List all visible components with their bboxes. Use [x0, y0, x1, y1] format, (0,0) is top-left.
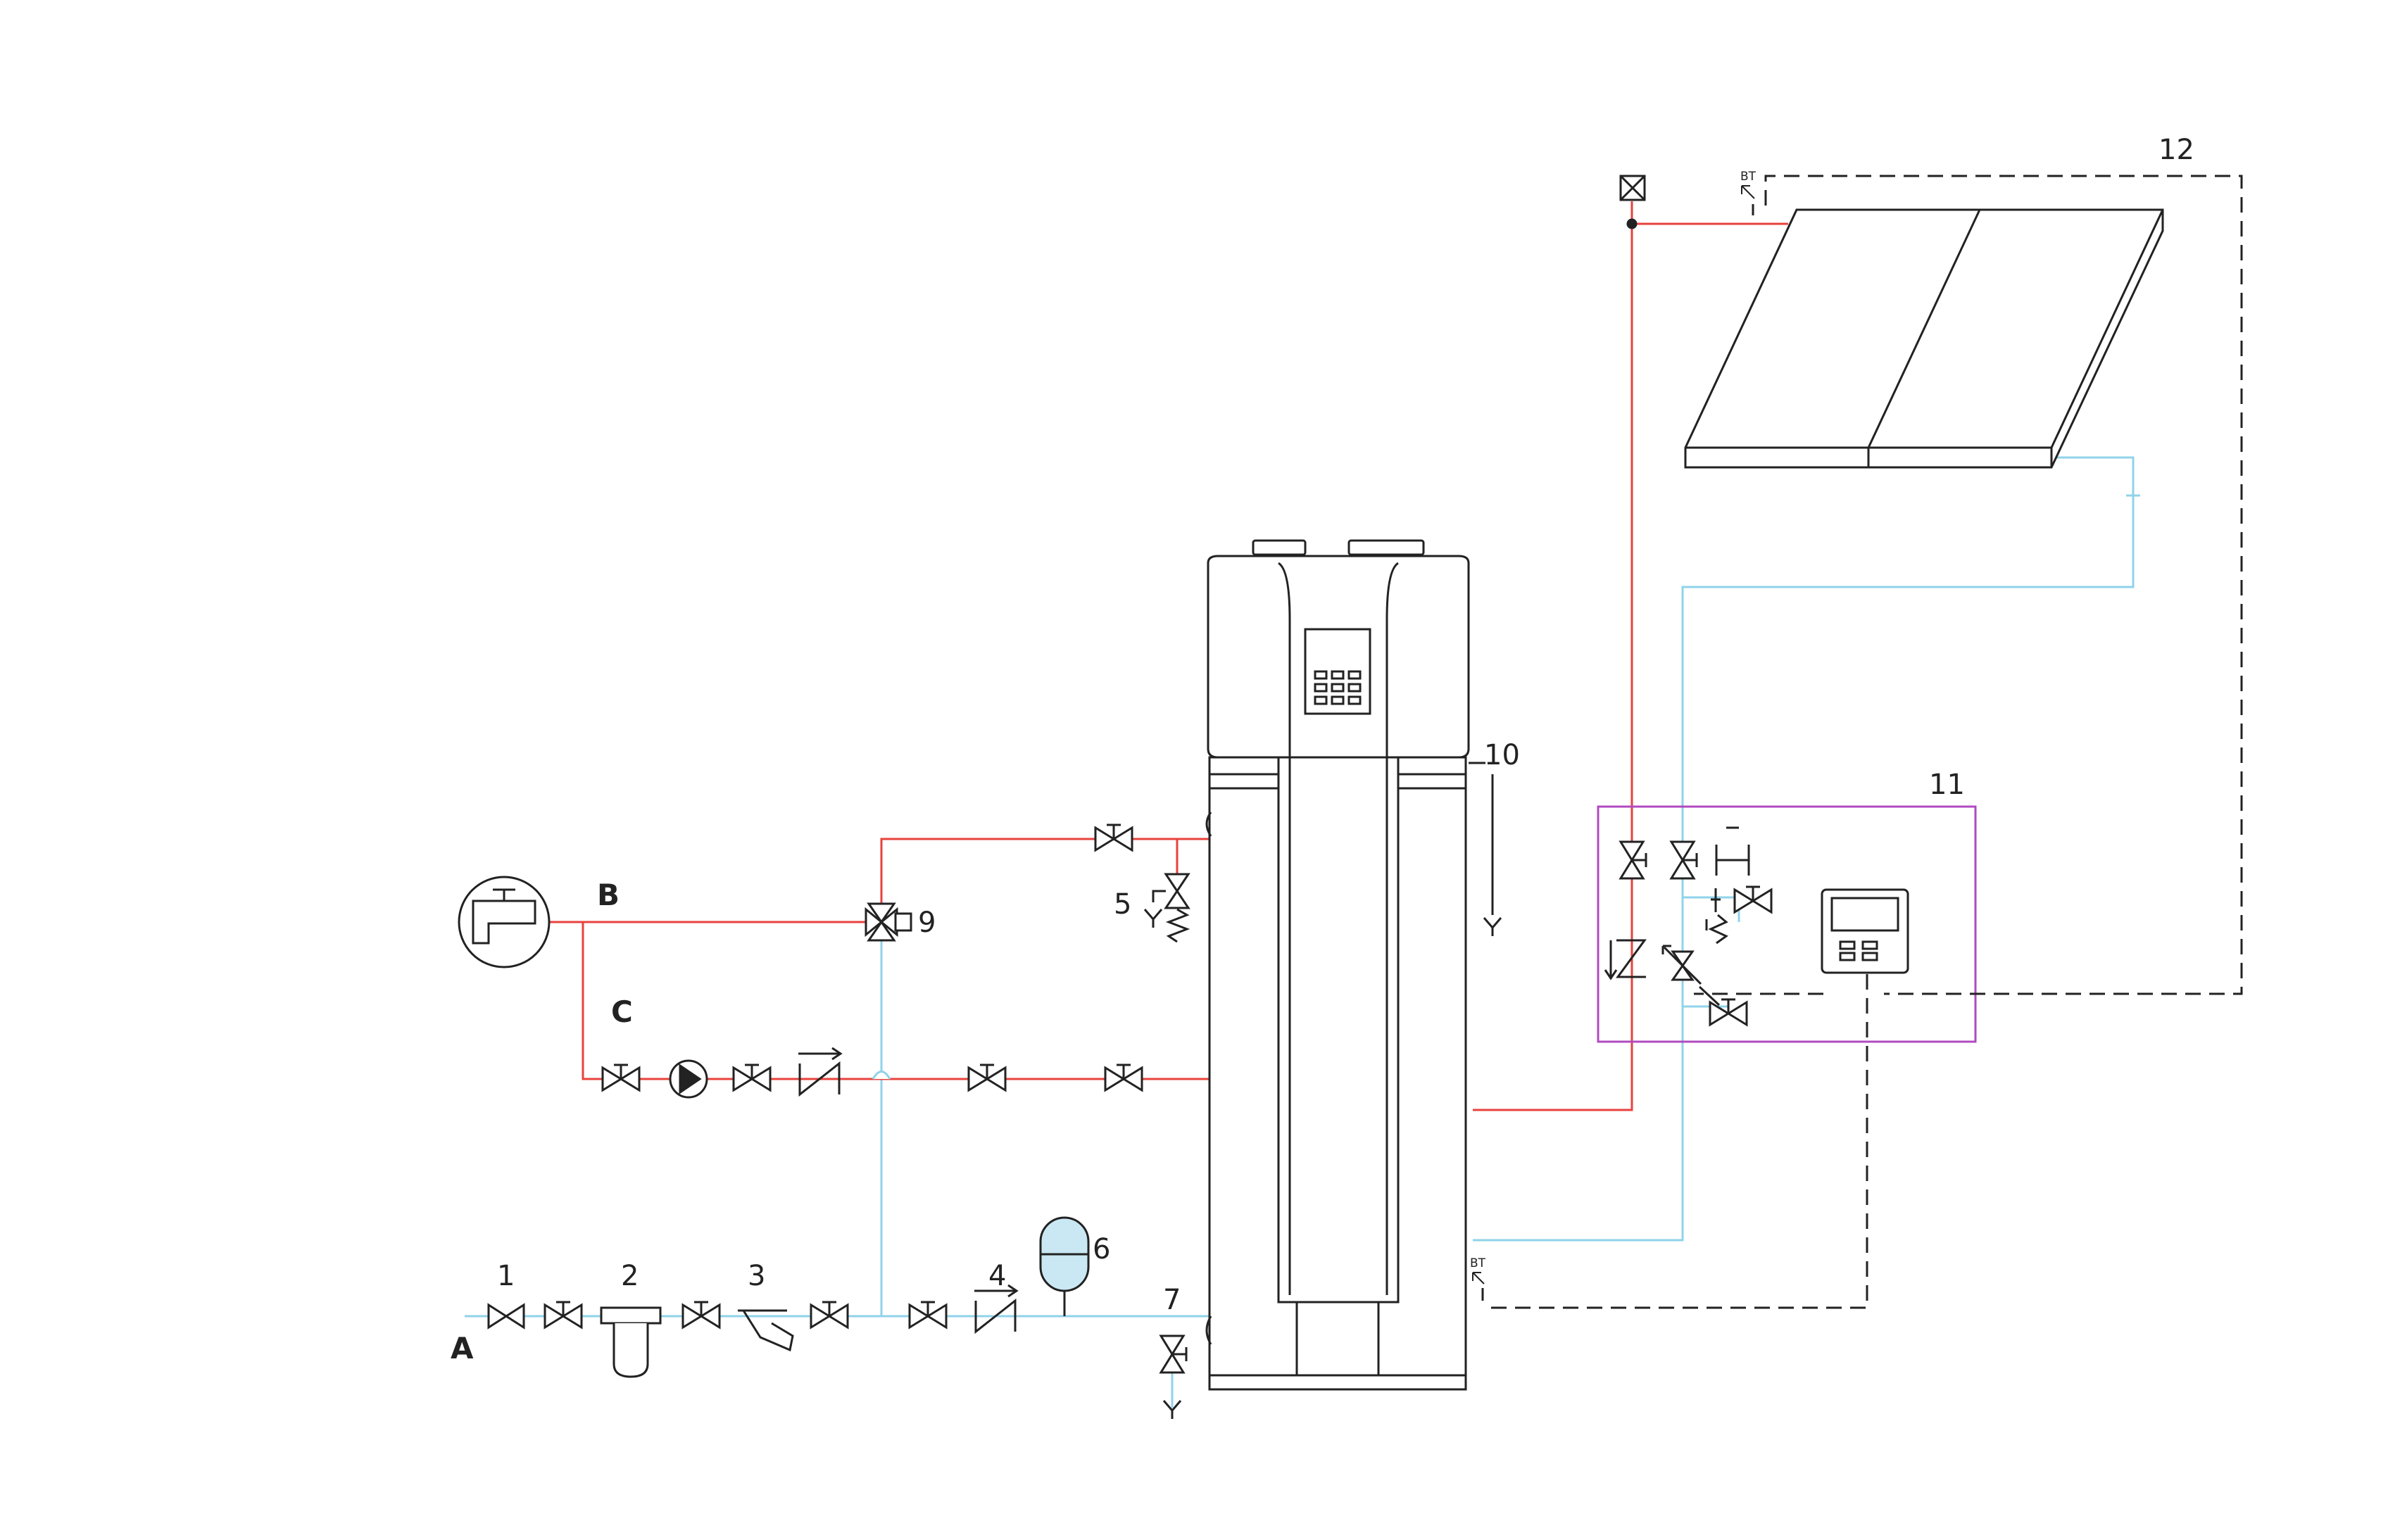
controller-icon	[1821, 888, 1909, 974]
control-panel-icon	[1304, 628, 1371, 715]
tap-icon	[458, 876, 551, 968]
expansion-vessel-icon	[1039, 1216, 1090, 1316]
valve-icon	[1094, 823, 1133, 852]
strainer-icon	[738, 1309, 794, 1352]
label-6: 6	[1093, 1233, 1110, 1266]
safety-valve-icon	[1143, 873, 1190, 943]
temperature-sensor-icon: BT	[1740, 170, 1757, 215]
solar-collector-icon	[1684, 208, 2164, 469]
inlet-components	[487, 1216, 1188, 1420]
valve-icon	[601, 1064, 641, 1092]
shutoff-valve-icon	[487, 1303, 525, 1330]
flow-meter-icon	[1715, 826, 1750, 876]
label-9: 9	[918, 907, 936, 939]
label-11: 11	[1929, 769, 1965, 801]
solar-station-module	[1597, 805, 1977, 1043]
label-10: 10	[1484, 739, 1520, 771]
tank-probe-icon	[1469, 762, 1502, 938]
signal-cables	[1484, 175, 2243, 1309]
label-3: 3	[748, 1260, 765, 1292]
label-b: B	[597, 878, 620, 912]
label-12: 12	[2158, 134, 2194, 166]
valve-icon	[732, 1064, 772, 1092]
label-2: 2	[621, 1260, 639, 1292]
valve-icon	[1670, 840, 1698, 880]
valve-icon	[810, 1301, 849, 1329]
filter-icon	[600, 1306, 662, 1378]
hot-outlet-components	[458, 823, 1190, 968]
hot-water-pipes	[539, 201, 1788, 1111]
safety-valve-icon	[1705, 888, 1728, 945]
valve-icon	[908, 1301, 948, 1329]
label-1: 1	[497, 1260, 515, 1292]
check-valve-icon	[797, 1047, 842, 1096]
valve-icon	[1709, 998, 1748, 1026]
labels: A B C 1 2 3 4 5 6 7 9 10 11 12	[451, 134, 2194, 1365]
pipe-crossover-icon	[872, 1071, 891, 1080]
bt-collector-label: BT	[1740, 170, 1757, 184]
valve-icon	[1104, 1064, 1143, 1092]
drain-valve-icon	[1160, 1334, 1188, 1420]
label-4: 4	[988, 1260, 1006, 1292]
valve-icon	[681, 1301, 721, 1329]
valve-icon	[1619, 840, 1647, 880]
circulation-components	[601, 1047, 1143, 1099]
air-vent-icon	[1619, 175, 1646, 229]
label-a: A	[451, 1331, 474, 1365]
three-way-valve-icon	[865, 902, 912, 942]
label-7: 7	[1163, 1284, 1181, 1316]
temperature-sensor-icon: BT	[1470, 1256, 1486, 1301]
bt-tank-label: BT	[1470, 1256, 1486, 1270]
valve-icon	[967, 1064, 1007, 1092]
label-5: 5	[1114, 888, 1131, 921]
valve-icon	[543, 1301, 583, 1329]
balancing-valve-icon	[1661, 945, 1721, 1006]
label-c: C	[611, 995, 633, 1029]
valve-icon	[1733, 885, 1773, 914]
pump-icon	[669, 1059, 708, 1099]
check-valve-icon	[1604, 939, 1647, 980]
